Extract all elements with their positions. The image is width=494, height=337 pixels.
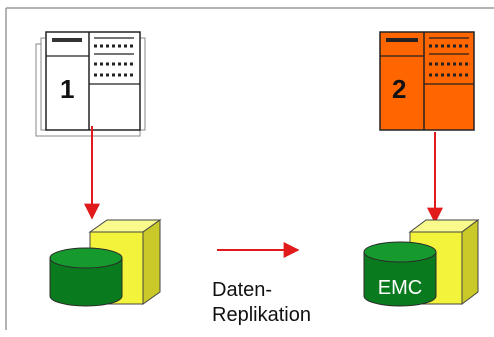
diagram-frame [5,7,494,330]
storage-right-label: EMC [378,277,422,299]
server-right-number: 2 [392,74,406,104]
storage-left-icon [49,219,162,307]
server-left-number: 1 [60,74,74,104]
storage-right-icon: EMC [363,219,480,307]
replication-label-line1: Daten- [212,279,273,301]
replication-label-line2: Replikation [212,304,311,326]
server-right-icon: 2 [379,31,475,131]
server-left-icon: 1 [35,31,146,137]
